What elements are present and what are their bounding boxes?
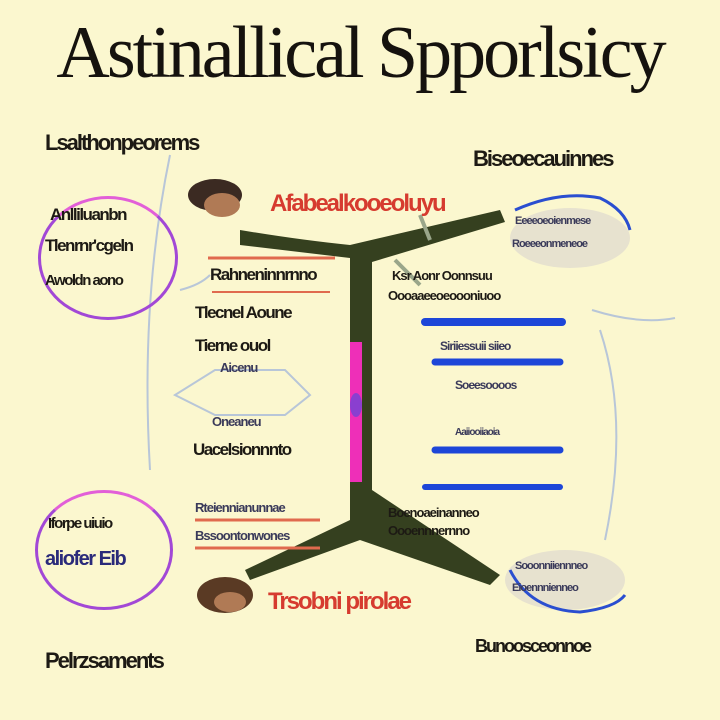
node-text: Oneaneu [212,414,262,429]
node-text: Boenoaeinanneo [388,505,480,520]
oval-top-right [510,208,630,268]
branch-label-top: Afabealkooeoluyu [270,190,447,217]
connector-left-top [179,274,211,291]
node-text: Rahneninnrnno [210,265,318,284]
circle-text: Anlliluanbn [50,205,128,224]
node-text: Bssoontonwones [195,528,290,543]
corner-label-top-left: Lsalthonpeorems [45,130,200,155]
diagram-title: Astinallical Spporlsicy [56,12,666,94]
connector-right-top [591,309,676,322]
connector-right [599,329,618,541]
node-text: Siriiessuii siieo [440,339,511,353]
node-text: Oooaaeeoeoooniuoo [388,288,501,303]
circle-bottom-left [35,490,173,610]
circle-top-left [38,196,178,320]
node-text: Uacelsionnnto [193,440,292,459]
oval-text: Eeeeoeoienmese [515,215,591,227]
node-text: Ksr Aonr Oonnsuu [392,268,493,283]
node-text: Aaiiooiiaoia [455,427,500,438]
corner-label-top-right: Biseoecauinnes [473,146,615,171]
node-text: Rteiennianunnae [195,500,286,515]
person-figure-bottom [197,577,253,613]
corner-label-bottom-left: Pelrzsaments [45,648,165,673]
oval-bottom-right [505,550,625,610]
circle-text: Awoldn aono [45,272,124,289]
node-text: Aicenu [220,360,258,375]
corner-label-bottom-right: Bunoosceonnoe [475,636,592,656]
circle-text: Iforpe uiuio [48,515,113,532]
circle-text: aliofer Eib [45,548,127,570]
node-text: Tierne ouol [195,336,271,355]
branch-label-bottom: Trsobni pirolae [268,588,412,615]
node-text: Soeesoooos [455,378,517,392]
oval-text: Eioennnienneo [512,582,579,594]
person-figure-top [188,179,242,217]
circle-text: Tlenrnr'cgeln [45,236,134,255]
oval-text: Sooonniiennneo [515,560,588,572]
oval-text: Roeeeonmeneoe [512,238,588,250]
tree-trunk [240,210,505,585]
diamond-shape [172,369,312,416]
node-text: Tlecnel Aoune [195,303,293,322]
node-text: Oooennnernno [388,523,470,538]
connector-left [146,154,171,471]
